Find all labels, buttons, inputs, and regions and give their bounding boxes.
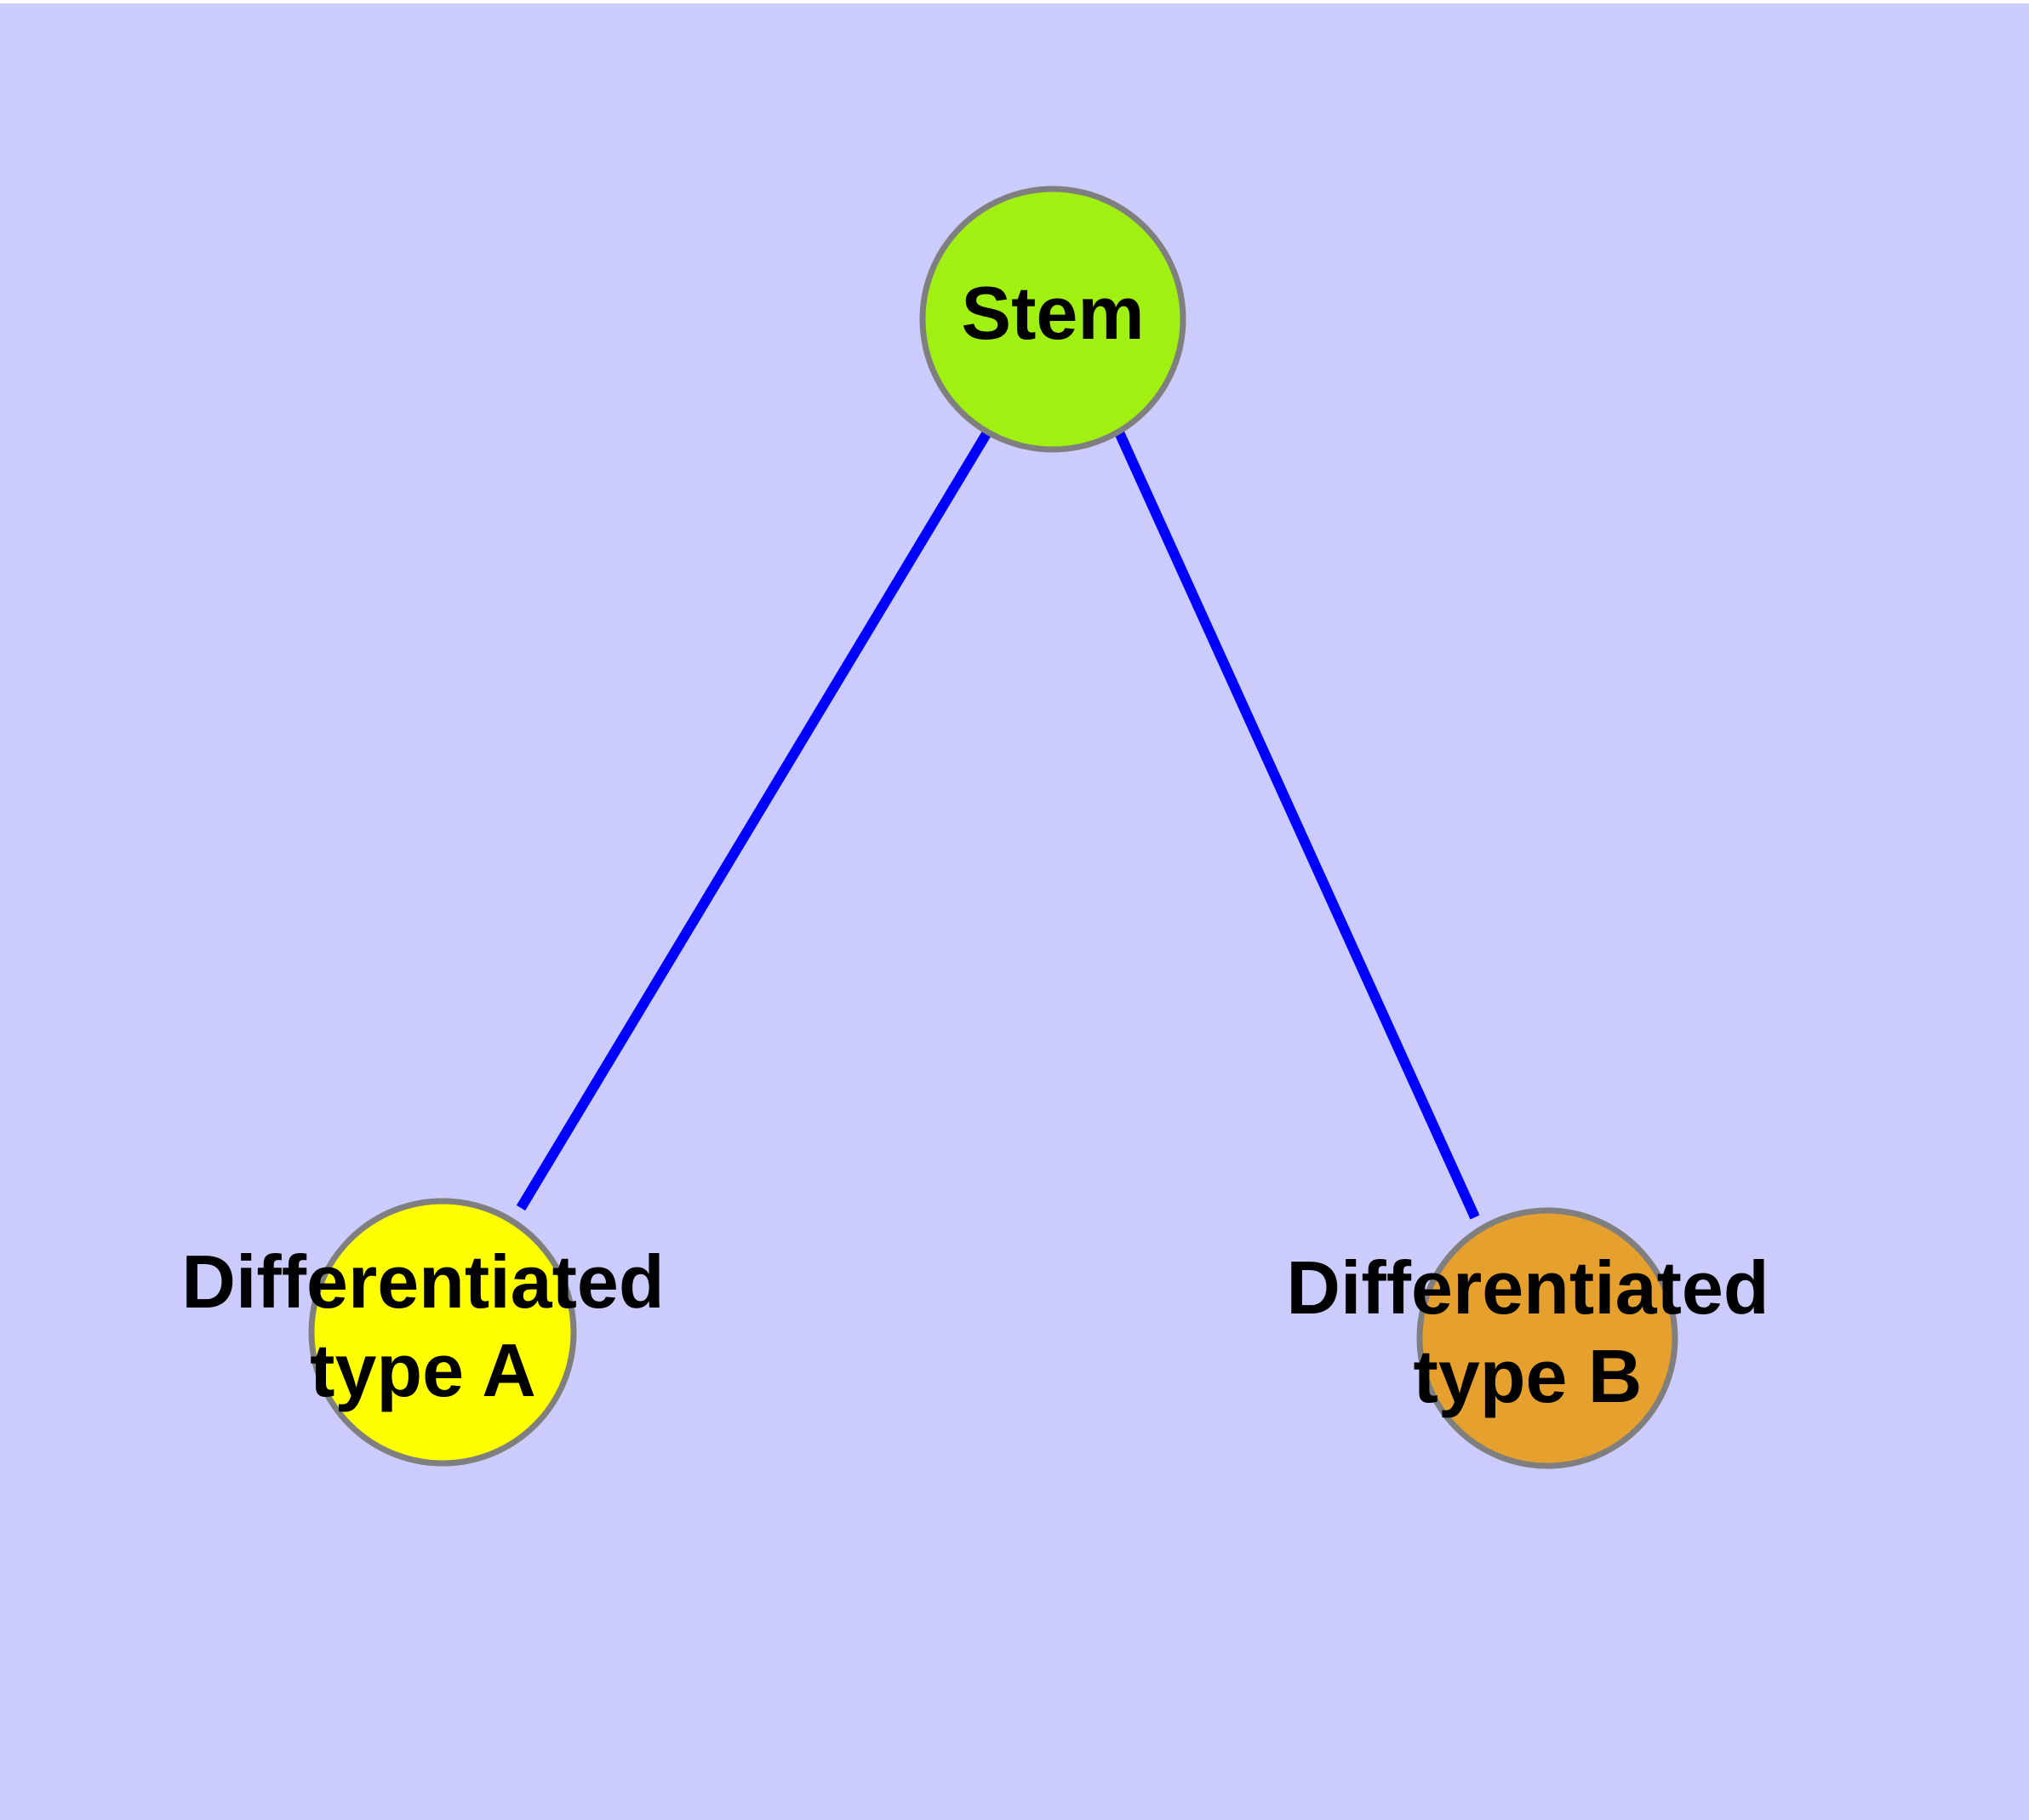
edge-stem-to-differentiated-type-a[interactable] [516, 429, 992, 1211]
node-differentiated-type-a-circle[interactable] [308, 1198, 577, 1467]
node-stem-label: Stem [961, 271, 1144, 355]
edge-stem-to-differentiated-type-b[interactable] [1114, 430, 1480, 1220]
node-differentiated-type-b-circle[interactable] [1416, 1207, 1678, 1469]
node-layer [308, 186, 1678, 1469]
node-stem-circle[interactable] [919, 186, 1186, 453]
edge-layer [516, 429, 1480, 1220]
